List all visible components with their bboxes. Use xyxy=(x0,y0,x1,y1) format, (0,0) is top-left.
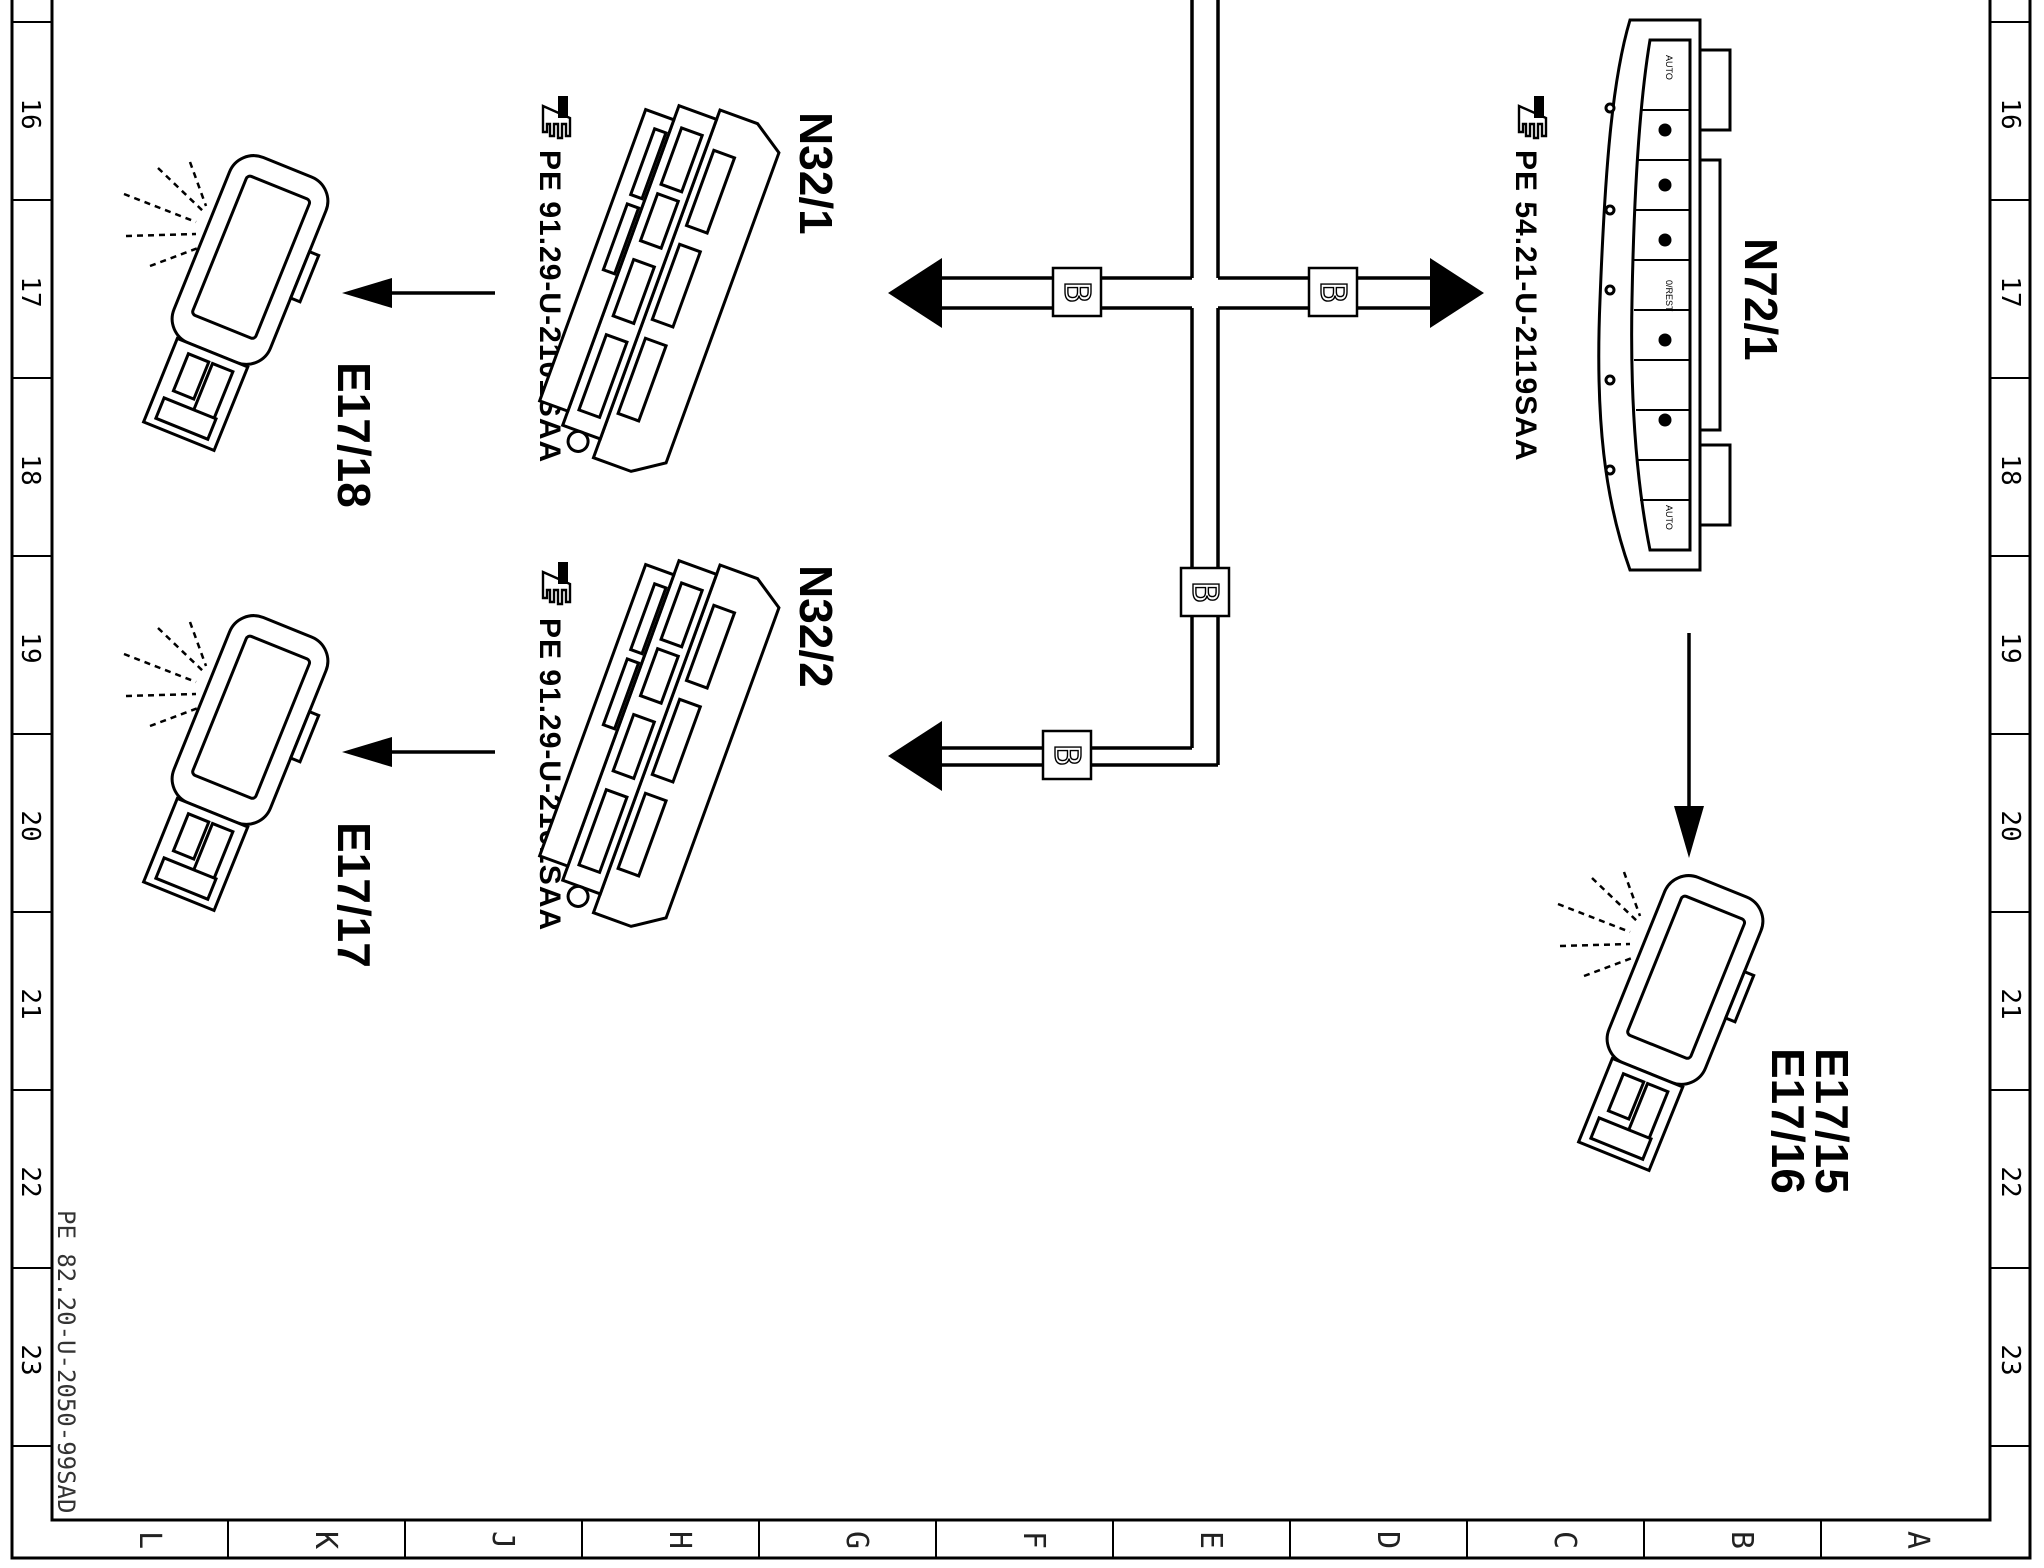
column-letter-E: E xyxy=(1193,1531,1228,1549)
ref-n32-2: PE 91.29-U-2102SAA xyxy=(533,618,566,931)
svg-text:B: B xyxy=(1312,281,1353,303)
column-letter-C: C xyxy=(1547,1531,1582,1549)
lamp-e17-15-icon xyxy=(1576,874,1765,1173)
column-letter-F: F xyxy=(1016,1531,1051,1549)
row-number-right-22: 22 xyxy=(1995,1166,2025,1197)
row-number-left-18: 18 xyxy=(15,454,45,485)
row-number-right-20: 20 xyxy=(1995,810,2025,841)
label-e17-16: E17/16 xyxy=(1762,1048,1814,1194)
bus-label-box-1: B xyxy=(1051,266,1103,318)
column-letter-A: A xyxy=(1900,1531,1935,1549)
lamp-e17-17-icon xyxy=(141,614,330,913)
column-letter-G: G xyxy=(839,1531,874,1549)
reference-hand-icon xyxy=(541,94,572,140)
ref-n32-1: PE 91.29-U-2101SAA xyxy=(533,150,566,463)
column-ticks xyxy=(227,1520,1822,1558)
row-number-left-16: 16 xyxy=(15,98,45,129)
reference-hand-icon xyxy=(541,560,572,606)
panel-auto-right: AUTO xyxy=(1664,505,1674,530)
row-number-right-18: 18 xyxy=(1995,454,2025,485)
panel-rest: 0/REST xyxy=(1664,280,1674,312)
lamp-e17-18-icon xyxy=(141,154,330,453)
bus-arrow-n32-2-icon xyxy=(888,721,942,791)
inner-frame xyxy=(50,0,1992,1522)
row-number-left-22: 22 xyxy=(15,1166,45,1197)
can-bus-lines xyxy=(940,0,1430,767)
column-letter-L: L xyxy=(132,1531,167,1549)
bus-label-box-4: B xyxy=(1041,729,1093,781)
label-n72-1: N72/1 xyxy=(1735,238,1787,361)
row-number-left-20: 20 xyxy=(15,810,45,841)
arrow-to-e17-18-icon xyxy=(342,278,495,308)
column-letter-K: K xyxy=(308,1531,343,1549)
footer-reference: PE 82.20-U-2050-99SAD xyxy=(52,1210,80,1513)
column-letter-B: B xyxy=(1724,1531,1759,1549)
row-number-right-19: 19 xyxy=(1995,632,2025,663)
seat-switch-n32-1-icon xyxy=(537,103,781,473)
label-e17-15: E17/15 xyxy=(1806,1048,1858,1194)
seat-switch-n32-2-icon xyxy=(537,558,781,928)
label-n32-1: N32/1 xyxy=(790,112,842,235)
reference-hand-icon xyxy=(1517,94,1548,140)
svg-text:B: B xyxy=(1056,281,1097,303)
row-number-right-21: 21 xyxy=(1995,988,2025,1019)
svg-text:B: B xyxy=(1046,744,1087,766)
row-number-left-21: 21 xyxy=(15,988,45,1019)
column-letter-D: D xyxy=(1370,1531,1405,1549)
panel-auto-left: AUTO xyxy=(1664,55,1674,80)
bus-label-box-3: B xyxy=(1179,566,1231,618)
bus-arrow-n32-1-icon xyxy=(888,258,942,328)
row-number-right-16: 16 xyxy=(1995,98,2025,129)
row-number-right-17: 17 xyxy=(1995,276,2025,307)
svg-text:B: B xyxy=(1184,581,1225,603)
climate-panel-n72-1-icon xyxy=(1597,18,1732,572)
lamp-rays-e17-15 xyxy=(1557,871,1642,978)
label-e17-17: E17/17 xyxy=(328,822,380,968)
label-n32-2: N32/2 xyxy=(790,565,842,688)
arrow-to-e17-15-icon xyxy=(1674,633,1704,858)
row-ticks xyxy=(12,21,2030,1447)
row-number-left-17: 17 xyxy=(15,276,45,307)
row-number-left-19: 19 xyxy=(15,632,45,663)
lamp-rays-e17-17 xyxy=(123,621,208,728)
lamp-rays-e17-18 xyxy=(123,161,208,268)
outer-frame xyxy=(10,0,2032,1560)
bus-label-box-2: B xyxy=(1307,266,1359,318)
arrow-to-e17-17-icon xyxy=(342,737,495,767)
label-e17-18: E17/18 xyxy=(328,362,380,508)
row-number-right-23: 23 xyxy=(1995,1344,2025,1375)
row-number-left-23: 23 xyxy=(15,1344,45,1375)
column-letter-H: H xyxy=(662,1531,697,1549)
column-letter-J: J xyxy=(485,1531,520,1549)
bus-arrow-n72-1-icon xyxy=(1430,258,1484,328)
ref-n72-1: PE 54.21-U-2119SAA xyxy=(1509,150,1542,462)
